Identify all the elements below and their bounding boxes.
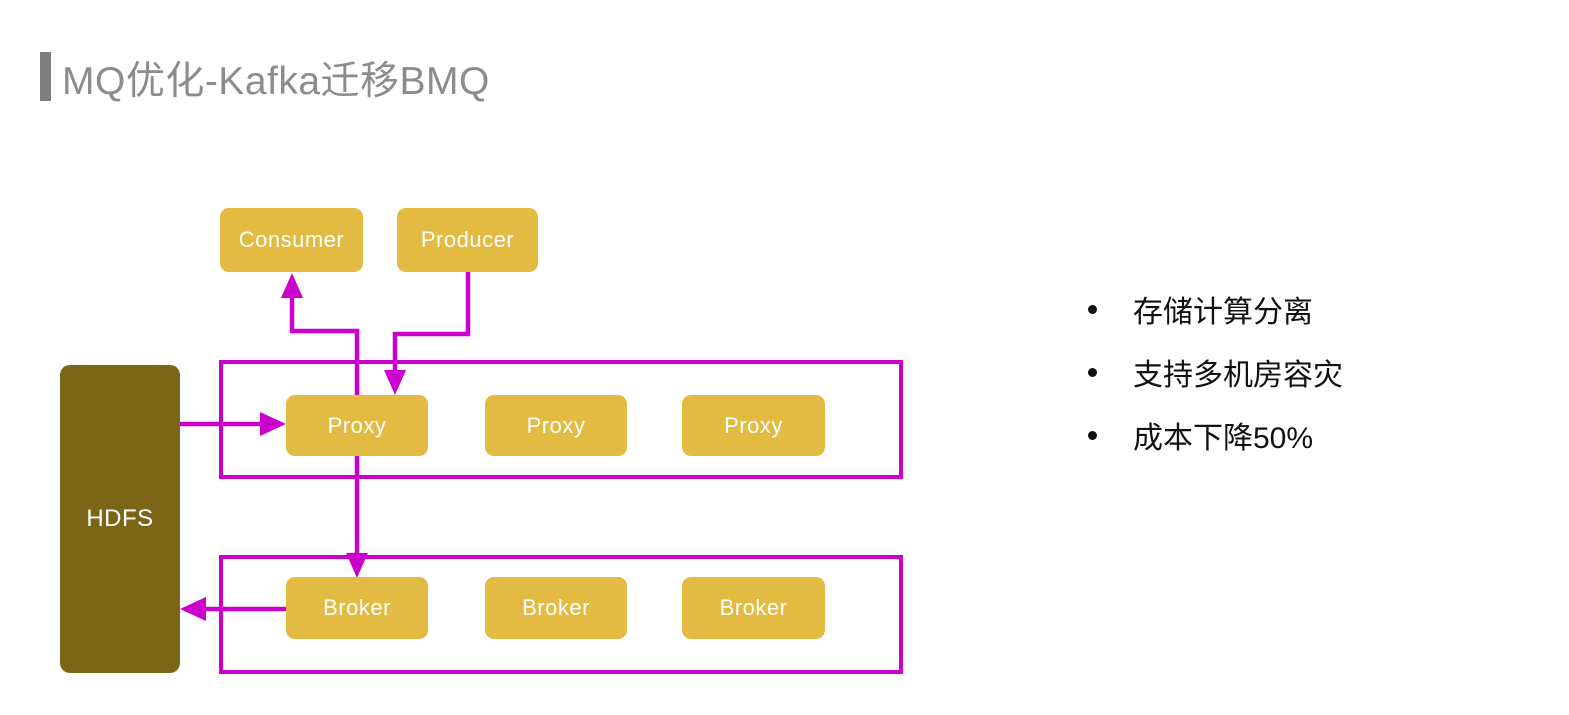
node-broker-2-label: Broker	[522, 595, 590, 620]
node-broker-3-label: Broker	[719, 595, 788, 620]
bullet-item-3: 成本下降50%	[1088, 414, 1343, 456]
node-hdfs: HDFS	[60, 365, 180, 673]
bullet-text-1: 存储计算分离	[1133, 296, 1313, 329]
broker-cluster-frame	[219, 555, 903, 674]
node-proxy-3: Proxy	[682, 395, 825, 456]
bullet-item-1: 存储计算分离	[1088, 288, 1343, 330]
node-proxy-1-label: Proxy	[327, 412, 387, 438]
bullet-list: 存储计算分离 支持多机房容灾 成本下降50%	[1088, 288, 1343, 477]
node-proxy-1: Proxy	[286, 395, 428, 456]
node-broker-1: Broker	[286, 577, 428, 639]
node-producer: Producer	[397, 208, 538, 272]
bullet-dot-icon	[1088, 430, 1097, 440]
node-broker-1-label: Broker	[323, 595, 391, 620]
node-consumer: Consumer	[220, 208, 363, 272]
node-hdfs-label: HDFS	[86, 505, 154, 532]
node-proxy-2-label: Proxy	[526, 412, 586, 438]
node-broker-2: Broker	[485, 577, 627, 639]
proxy-cluster-frame	[219, 360, 903, 479]
node-producer-label: Producer	[420, 227, 515, 252]
bullet-item-2: 支持多机房容灾	[1088, 351, 1343, 393]
node-broker-3: Broker	[682, 577, 825, 639]
bullet-dot-icon	[1088, 367, 1097, 377]
node-proxy-3-label: Proxy	[724, 412, 783, 438]
bullet-text-3: 成本下降50%	[1133, 422, 1314, 455]
node-consumer-label: Consumer	[238, 227, 345, 252]
node-proxy-2: Proxy	[485, 395, 627, 456]
page-title: MQ优化-Kafka迁移BMQ	[62, 60, 490, 103]
bullet-text-2: 支持多机房容灾	[1133, 359, 1343, 392]
bullet-dot-icon	[1088, 304, 1097, 314]
title-accent-bar	[40, 52, 51, 101]
